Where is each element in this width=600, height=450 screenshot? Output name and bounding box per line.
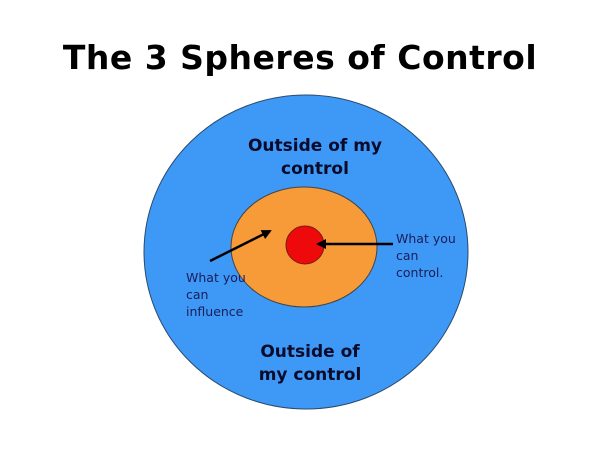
- outside-bottom-line2: my control: [258, 365, 362, 385]
- influence-label: What you can influence: [186, 269, 246, 320]
- influence-line3: influence: [186, 304, 244, 319]
- slide-title: The 3 Spheres of Control: [62, 38, 538, 77]
- control-line3: control.: [396, 265, 444, 280]
- outside-bottom-line1: Outside of: [260, 342, 360, 362]
- influence-line2: can: [186, 287, 209, 302]
- control-line1: What you: [396, 231, 456, 246]
- influence-line1: What you: [186, 270, 246, 285]
- outside-control-label-bottom: Outside of my control: [225, 341, 395, 387]
- outside-top-line1: Outside of my: [247, 136, 383, 156]
- outside-top-line2: control: [281, 159, 349, 179]
- outside-control-label-top: Outside of my control: [225, 135, 405, 181]
- control-line2: can: [396, 248, 419, 263]
- control-label: What you can control.: [396, 230, 456, 281]
- influence-arrow: [209, 229, 272, 263]
